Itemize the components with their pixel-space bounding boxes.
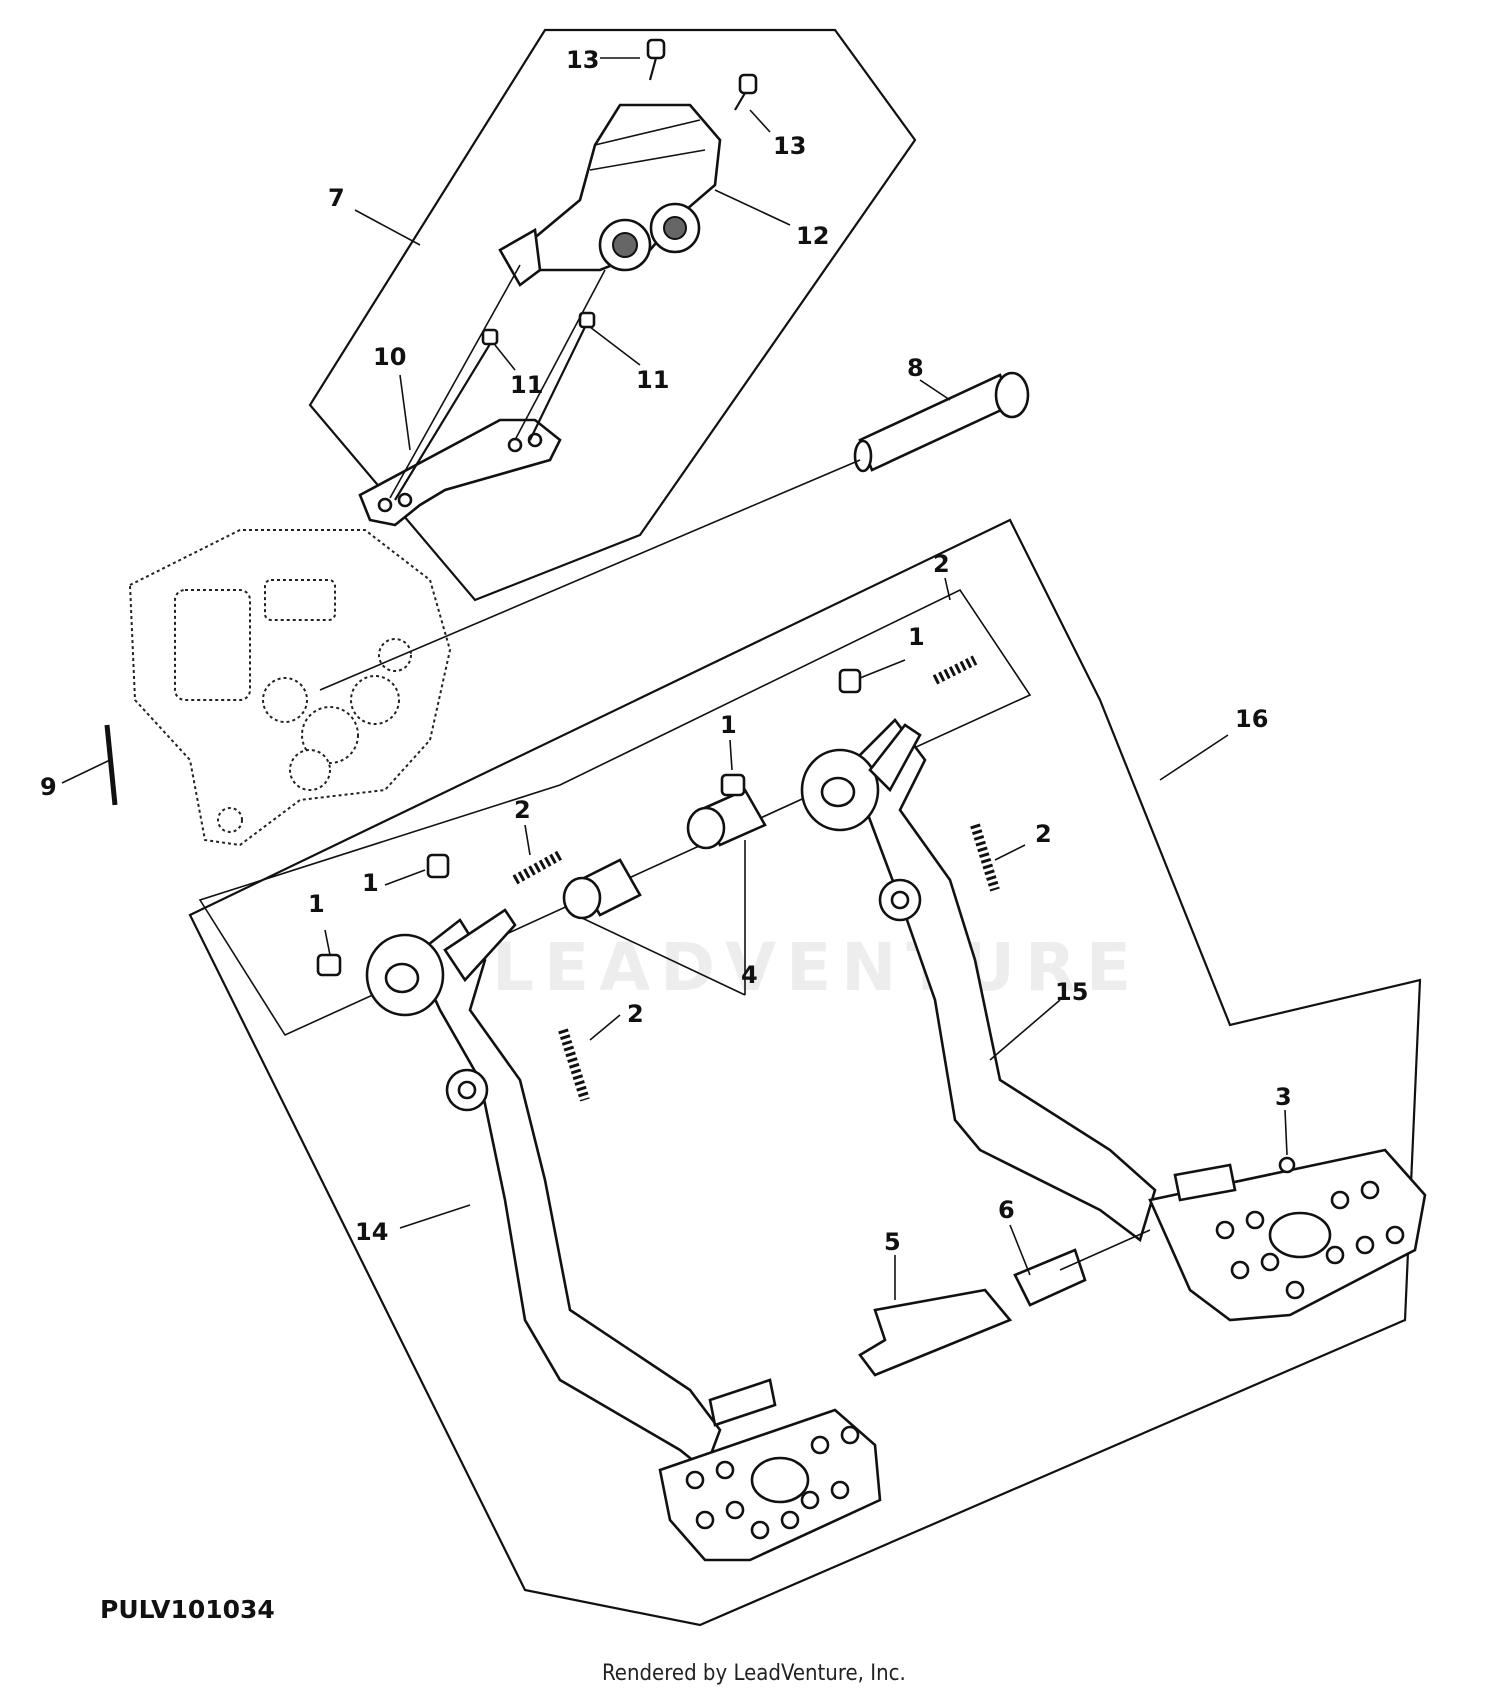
callout-4: 4 bbox=[741, 961, 758, 989]
pin-alignment-line bbox=[319, 459, 861, 691]
callout-1-mid: 1 bbox=[720, 711, 737, 739]
transaxle-phantom bbox=[128, 529, 452, 847]
callout-1-left: 1 bbox=[362, 869, 379, 897]
bushing-4-right bbox=[686, 788, 767, 850]
callout-6: 6 bbox=[998, 1196, 1015, 1224]
nut-1-left bbox=[316, 953, 342, 977]
leader-lines bbox=[61, 57, 1288, 1300]
retaining-pin bbox=[1278, 1156, 1296, 1174]
credit-text: Rendered by LeadVenture, Inc. bbox=[602, 1661, 906, 1686]
cotter-pin bbox=[104, 724, 118, 806]
pivot-subgroup-outline bbox=[198, 588, 1032, 1037]
right-pedal bbox=[800, 718, 1427, 1322]
left-pedal bbox=[365, 908, 882, 1562]
callout-2-left: 2 bbox=[514, 796, 531, 824]
callout-15: 15 bbox=[1055, 978, 1088, 1006]
pedal-position-sensor bbox=[498, 103, 722, 287]
screw-11-right bbox=[529, 311, 596, 441]
callout-5: 5 bbox=[884, 1228, 901, 1256]
watermark-text: LEADVENTURE bbox=[492, 929, 1141, 1006]
callout-16: 16 bbox=[1235, 705, 1268, 733]
bolt-13-upper-left bbox=[646, 38, 666, 81]
sensor-group-outline bbox=[308, 28, 917, 602]
callout-9: 9 bbox=[40, 773, 57, 801]
callout-8: 8 bbox=[907, 354, 924, 382]
spring-2-upper-right bbox=[932, 655, 978, 685]
callout-2-lower: 2 bbox=[627, 1000, 644, 1028]
spacer-1-left bbox=[426, 853, 450, 879]
pedal-group-outline bbox=[188, 518, 1422, 1627]
callout-1-far-left: 1 bbox=[308, 890, 325, 918]
callout-11-left: 11 bbox=[510, 371, 543, 399]
link-clip bbox=[1013, 1248, 1087, 1307]
link-rod bbox=[858, 1288, 1013, 1377]
callout-13-right: 13 bbox=[773, 132, 806, 160]
nut-1-right bbox=[720, 773, 746, 797]
spring-2-lower-left bbox=[558, 1028, 590, 1102]
callout-2-top: 2 bbox=[933, 550, 950, 578]
callout-10: 10 bbox=[373, 343, 406, 371]
bushing-4-left bbox=[562, 858, 642, 920]
callout-14: 14 bbox=[355, 1218, 388, 1246]
callout-1-top: 1 bbox=[908, 623, 925, 651]
callout-2-right: 2 bbox=[1035, 820, 1052, 848]
callout-3: 3 bbox=[1275, 1083, 1292, 1111]
callout-11-right: 11 bbox=[636, 366, 669, 394]
bolt-13-upper-right bbox=[734, 73, 758, 111]
pivot-pin bbox=[853, 371, 1030, 473]
spacer-1-upper-right bbox=[838, 668, 862, 694]
figure-reference: PULV101034 bbox=[100, 1595, 275, 1624]
spring-2-upper-left bbox=[512, 850, 563, 885]
screw-11-left bbox=[394, 328, 499, 501]
spring-2-mid-right bbox=[970, 823, 1000, 892]
callout-7: 7 bbox=[328, 184, 345, 212]
callout-12: 12 bbox=[796, 222, 829, 250]
callout-13-top: 13 bbox=[566, 46, 599, 74]
